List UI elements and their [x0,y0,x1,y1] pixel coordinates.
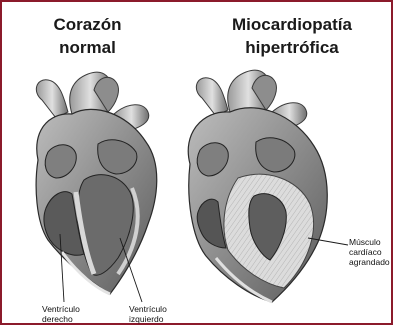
label-rv-line1: Ventrículo [42,304,80,314]
hypertrophic-heart-drawing [188,70,327,302]
label-hm-line1: Músculo [349,237,390,247]
label-rv-line2: derecho [42,314,80,324]
label-right-ventricle: Ventrículo derecho [42,304,80,324]
label-lv-line2: izquierdo [129,314,167,324]
label-lv-line1: Ventrículo [129,304,167,314]
label-hm-line3: agrandado [349,257,390,267]
normal-vessel-left [36,80,68,118]
label-enlarged-heart-muscle: Músculo cardíaco agrandado [349,237,390,267]
label-hm-line2: cardíaco [349,247,390,257]
label-left-ventricle: Ventrículo izquierdo [129,304,167,324]
hcm-vessel-left [196,78,228,116]
normal-heart-drawing [36,72,157,294]
